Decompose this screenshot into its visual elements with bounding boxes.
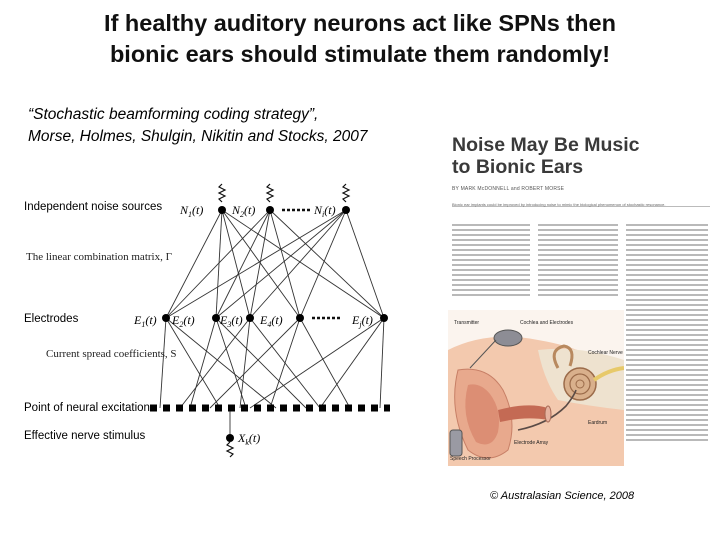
- label-neural-excitation: Point of neural excitation: [24, 402, 150, 414]
- noise-nodes: N1(t) N2(t) Ni(t): [179, 203, 350, 219]
- label-linear-matrix: The linear combination matrix, Γ: [26, 251, 172, 263]
- electrode-node-4: [296, 314, 304, 322]
- noise-node-2: [266, 206, 274, 214]
- label-nerve-stimulus: Effective nerve stimulus: [24, 430, 145, 442]
- fig-label-cochlea: Cochlea and Electrodes: [520, 320, 574, 326]
- current-spread-lines: [159, 317, 385, 438]
- reference-line-2: Morse, Holmes, Shulgin, Nikitin and Stoc…: [28, 128, 368, 145]
- electrode-nodes: E1(t) E2(t) E3(t) E4(t) Ej(t): [133, 313, 388, 329]
- fig-label-cochlear-nerve: Cochlear Nerve: [588, 350, 623, 356]
- slide-title: If healthy auditory neurons act like SPN…: [20, 8, 700, 70]
- noise-node-label-1: N1(t): [179, 203, 203, 219]
- article-intro: Bionic ear implants could be improved by…: [452, 202, 666, 207]
- fig-label-transmitter: Transmitter: [454, 320, 479, 326]
- title-line-1: If healthy auditory neurons act like SPN…: [104, 10, 616, 36]
- beamforming-diagram: Independent noise sources The linear com…: [24, 183, 390, 458]
- article-intro-rule: [452, 206, 710, 214]
- article-thumbnail: Noise May Be Music to Bionic Ears BY MAR…: [444, 124, 716, 476]
- image-credit: © Australasian Science, 2008: [490, 490, 635, 502]
- article-title: Noise May Be Music to Bionic Ears: [452, 134, 712, 178]
- noise-signal-icon: [265, 183, 275, 203]
- noise-signal-icon: [341, 183, 351, 203]
- label-noise-sources: Independent noise sources: [24, 201, 162, 213]
- linear-combination-lines: [165, 209, 385, 319]
- electrode-label-2: E2(t): [171, 313, 195, 329]
- stimulus-signal-icon: [225, 441, 235, 458]
- reference-line-1: “Stochastic beamforming coding strategy”…: [28, 106, 319, 123]
- stimulus-node: [226, 434, 234, 442]
- article-text-column-1: [452, 224, 530, 299]
- electrode-label-3: E3(t): [219, 313, 243, 329]
- fig-label-eardrum: Eardrum: [588, 420, 607, 426]
- electrode-label-1: E1(t): [133, 313, 157, 329]
- electrode-node-2: [212, 314, 220, 322]
- reference-citation: “Stochastic beamforming coding strategy”…: [28, 104, 428, 148]
- noise-node-1: [218, 206, 226, 214]
- electrode-node-1: [162, 314, 170, 322]
- electrode-node-3: [246, 314, 254, 322]
- noise-signal-icons: [217, 183, 351, 203]
- article-title-line-2: to Bionic Ears: [452, 156, 584, 178]
- noise-node-label-i: Ni(t): [313, 203, 336, 219]
- stimulus-label: Xk(t): [237, 431, 260, 447]
- noise-node-i: [342, 206, 350, 214]
- electrode-node-j: [380, 314, 388, 322]
- electrode-label-j: Ej(t): [351, 313, 373, 329]
- noise-signal-icon: [217, 183, 227, 203]
- ear-anatomy-illustration: Transmitter Cochlea and Electrodes Cochl…: [448, 310, 624, 466]
- article-text-column-2: [538, 224, 618, 299]
- fig-label-electrode-array: Electrode Array: [514, 440, 549, 446]
- label-current-spread: Current spread coefficients, S: [46, 348, 177, 360]
- fig-label-speech-processor: Speech Processor: [450, 456, 491, 462]
- article-text-column-3: [626, 224, 708, 444]
- title-line-2: bionic ears should stimulate them random…: [109, 41, 611, 67]
- electrode-label-4: E4(t): [259, 313, 283, 329]
- article-byline: BY MARK McDONNELL and ROBERT MORSE: [452, 186, 565, 192]
- label-electrodes: Electrodes: [24, 313, 79, 325]
- noise-node-label-2: N2(t): [231, 203, 255, 219]
- article-title-line-1: Noise May Be Music: [452, 134, 640, 156]
